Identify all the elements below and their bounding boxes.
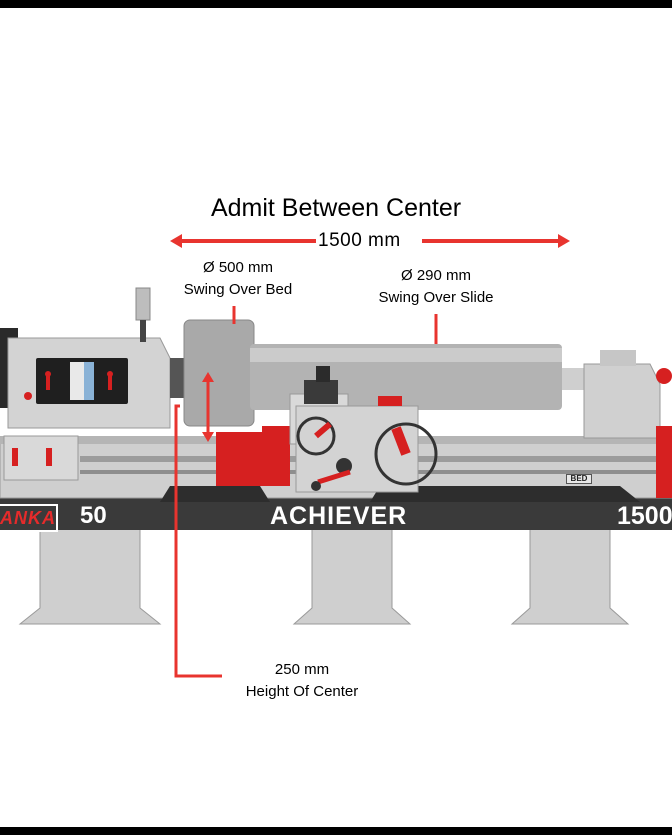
between-center-value: 1500 mm bbox=[318, 230, 401, 251]
swing-over-bed-value: Ø 500 mm bbox=[202, 259, 274, 276]
swing-over-bed-label: Swing Over Bed bbox=[183, 281, 293, 298]
dimension-lines bbox=[170, 234, 570, 678]
model-length: 1500 bbox=[617, 502, 672, 530]
height-of-center-value: 250 mm bbox=[274, 661, 330, 678]
model-name: ACHIEVER bbox=[270, 502, 408, 530]
swing-over-slide-annotation: Ø 290 mm Swing Over Slide bbox=[366, 265, 506, 309]
lathe-legs bbox=[18, 527, 630, 625]
nameplate-band bbox=[0, 498, 672, 530]
carriage bbox=[216, 366, 438, 493]
model-size: 50 bbox=[80, 502, 107, 529]
height-of-center-annotation: 250 mm Height Of Center bbox=[232, 659, 372, 703]
swing-over-bed-annotation: Ø 500 mm Swing Over Bed bbox=[168, 257, 308, 301]
tailstock bbox=[583, 350, 672, 498]
height-of-center-label: Height Of Center bbox=[245, 683, 359, 700]
headstock bbox=[0, 287, 184, 481]
lathe-illustration bbox=[0, 234, 672, 678]
swing-over-slide-label: Swing Over Slide bbox=[378, 289, 494, 306]
swing-over-slide-value: Ø 290 mm bbox=[400, 267, 472, 284]
bed-tag: BED bbox=[566, 474, 592, 484]
brand-logo: ANKA bbox=[0, 504, 58, 532]
product-image: Admit Between Center 1500 mm Ø 500 mm Sw… bbox=[0, 8, 672, 827]
admit-between-center-title: Admit Between Center bbox=[210, 194, 462, 222]
